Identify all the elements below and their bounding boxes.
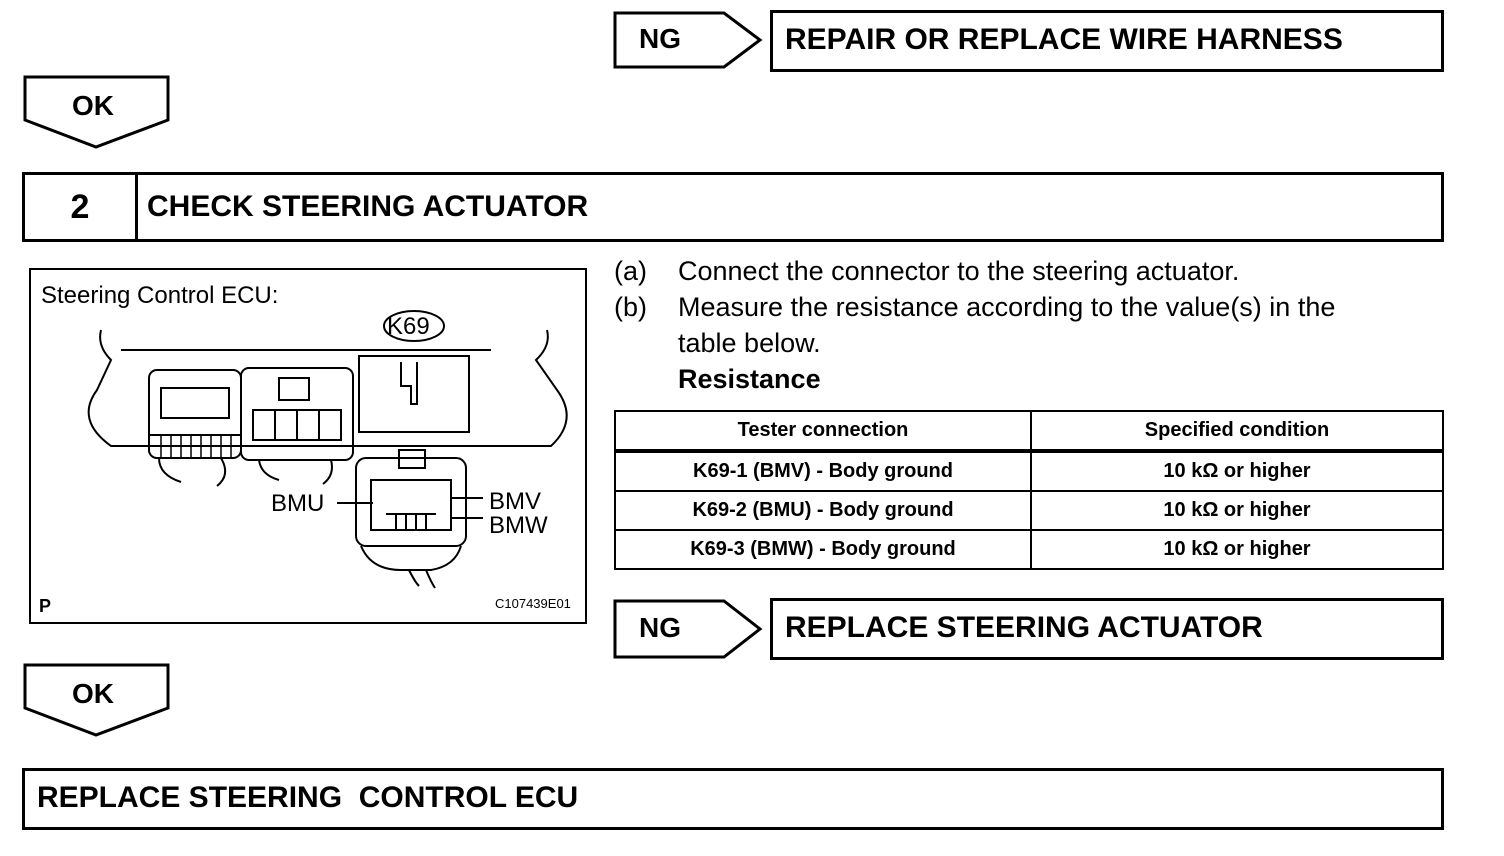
tester-connection-cell: K69-1 (BMV) - Body ground xyxy=(614,450,1032,492)
header-tester-connection: Tester connection xyxy=(614,410,1032,453)
table-header-row: Tester connection Specified condition xyxy=(614,410,1444,453)
resistance-table: Tester connection Specified condition K6… xyxy=(614,410,1444,570)
ecu-illustration xyxy=(87,310,568,589)
replace-actuator-text: REPLACE STEERING ACTUATOR xyxy=(785,611,1263,644)
header-specified-condition: Specified condition xyxy=(1030,410,1444,453)
tester-connection-cell: K69-2 (BMU) - Body ground xyxy=(614,490,1032,531)
figure-code: C107439E01 xyxy=(495,596,571,611)
table-row: K69-2 (BMU) - Body ground 10 kΩ or highe… xyxy=(614,490,1444,531)
pin-label-bmv: BMV xyxy=(489,488,542,515)
ok-arrow-1 xyxy=(23,75,170,149)
repair-harness-box: REPAIR OR REPLACE WIRE HARNESS xyxy=(770,10,1444,72)
connector-tag: K69 xyxy=(387,313,430,340)
ok-label-2: OK xyxy=(72,678,114,709)
step-b-text: Measure the resistance according to the … xyxy=(678,292,1336,322)
ok-label-1: OK xyxy=(72,90,114,121)
ng-arrow-1 xyxy=(613,11,763,69)
specified-condition-cell: 10 kΩ or higher xyxy=(1030,490,1444,531)
pin-label-bmw: BMW xyxy=(489,512,548,539)
step-number: 2 xyxy=(70,188,90,226)
ecu-diagram: Steering Control ECU: xyxy=(29,268,587,624)
ok-arrow-2 xyxy=(23,663,170,737)
corner-letter: P xyxy=(39,596,52,616)
ng-arrow-2 xyxy=(613,599,763,659)
table-title: Resistance xyxy=(678,364,821,394)
ng-label-2: NG xyxy=(639,612,681,643)
repair-harness-text: REPAIR OR REPLACE WIRE HARNESS xyxy=(785,23,1343,56)
replace-ecu-box: REPLACE STEERING CONTROL ECU xyxy=(22,768,1444,830)
table-row: K69-1 (BMV) - Body ground 10 kΩ or highe… xyxy=(614,450,1444,492)
step-number-cell: 2 xyxy=(25,175,138,239)
specified-condition-cell: 10 kΩ or higher xyxy=(1030,450,1444,492)
pin-label-bmu: BMU xyxy=(271,490,325,517)
ng-label-1: NG xyxy=(639,23,681,54)
replace-ecu-text: REPLACE STEERING CONTROL ECU xyxy=(37,781,579,814)
step-b-marker: (b) xyxy=(614,292,647,322)
step-header: 2 CHECK STEERING ACTUATOR xyxy=(22,172,1444,242)
specified-condition-cell: 10 kΩ or higher xyxy=(1030,529,1444,570)
step-a-marker: (a) xyxy=(614,256,647,286)
diagram-title: Steering Control ECU: xyxy=(41,282,279,309)
step-b-text-cont: table below. xyxy=(678,328,821,358)
replace-actuator-box: REPLACE STEERING ACTUATOR xyxy=(770,598,1444,660)
step-a-text: Connect the connector to the steering ac… xyxy=(678,256,1240,286)
step-title: CHECK STEERING ACTUATOR xyxy=(147,190,589,223)
tester-connection-cell: K69-3 (BMW) - Body ground xyxy=(614,529,1032,570)
table-row: K69-3 (BMW) - Body ground 10 kΩ or highe… xyxy=(614,529,1444,570)
